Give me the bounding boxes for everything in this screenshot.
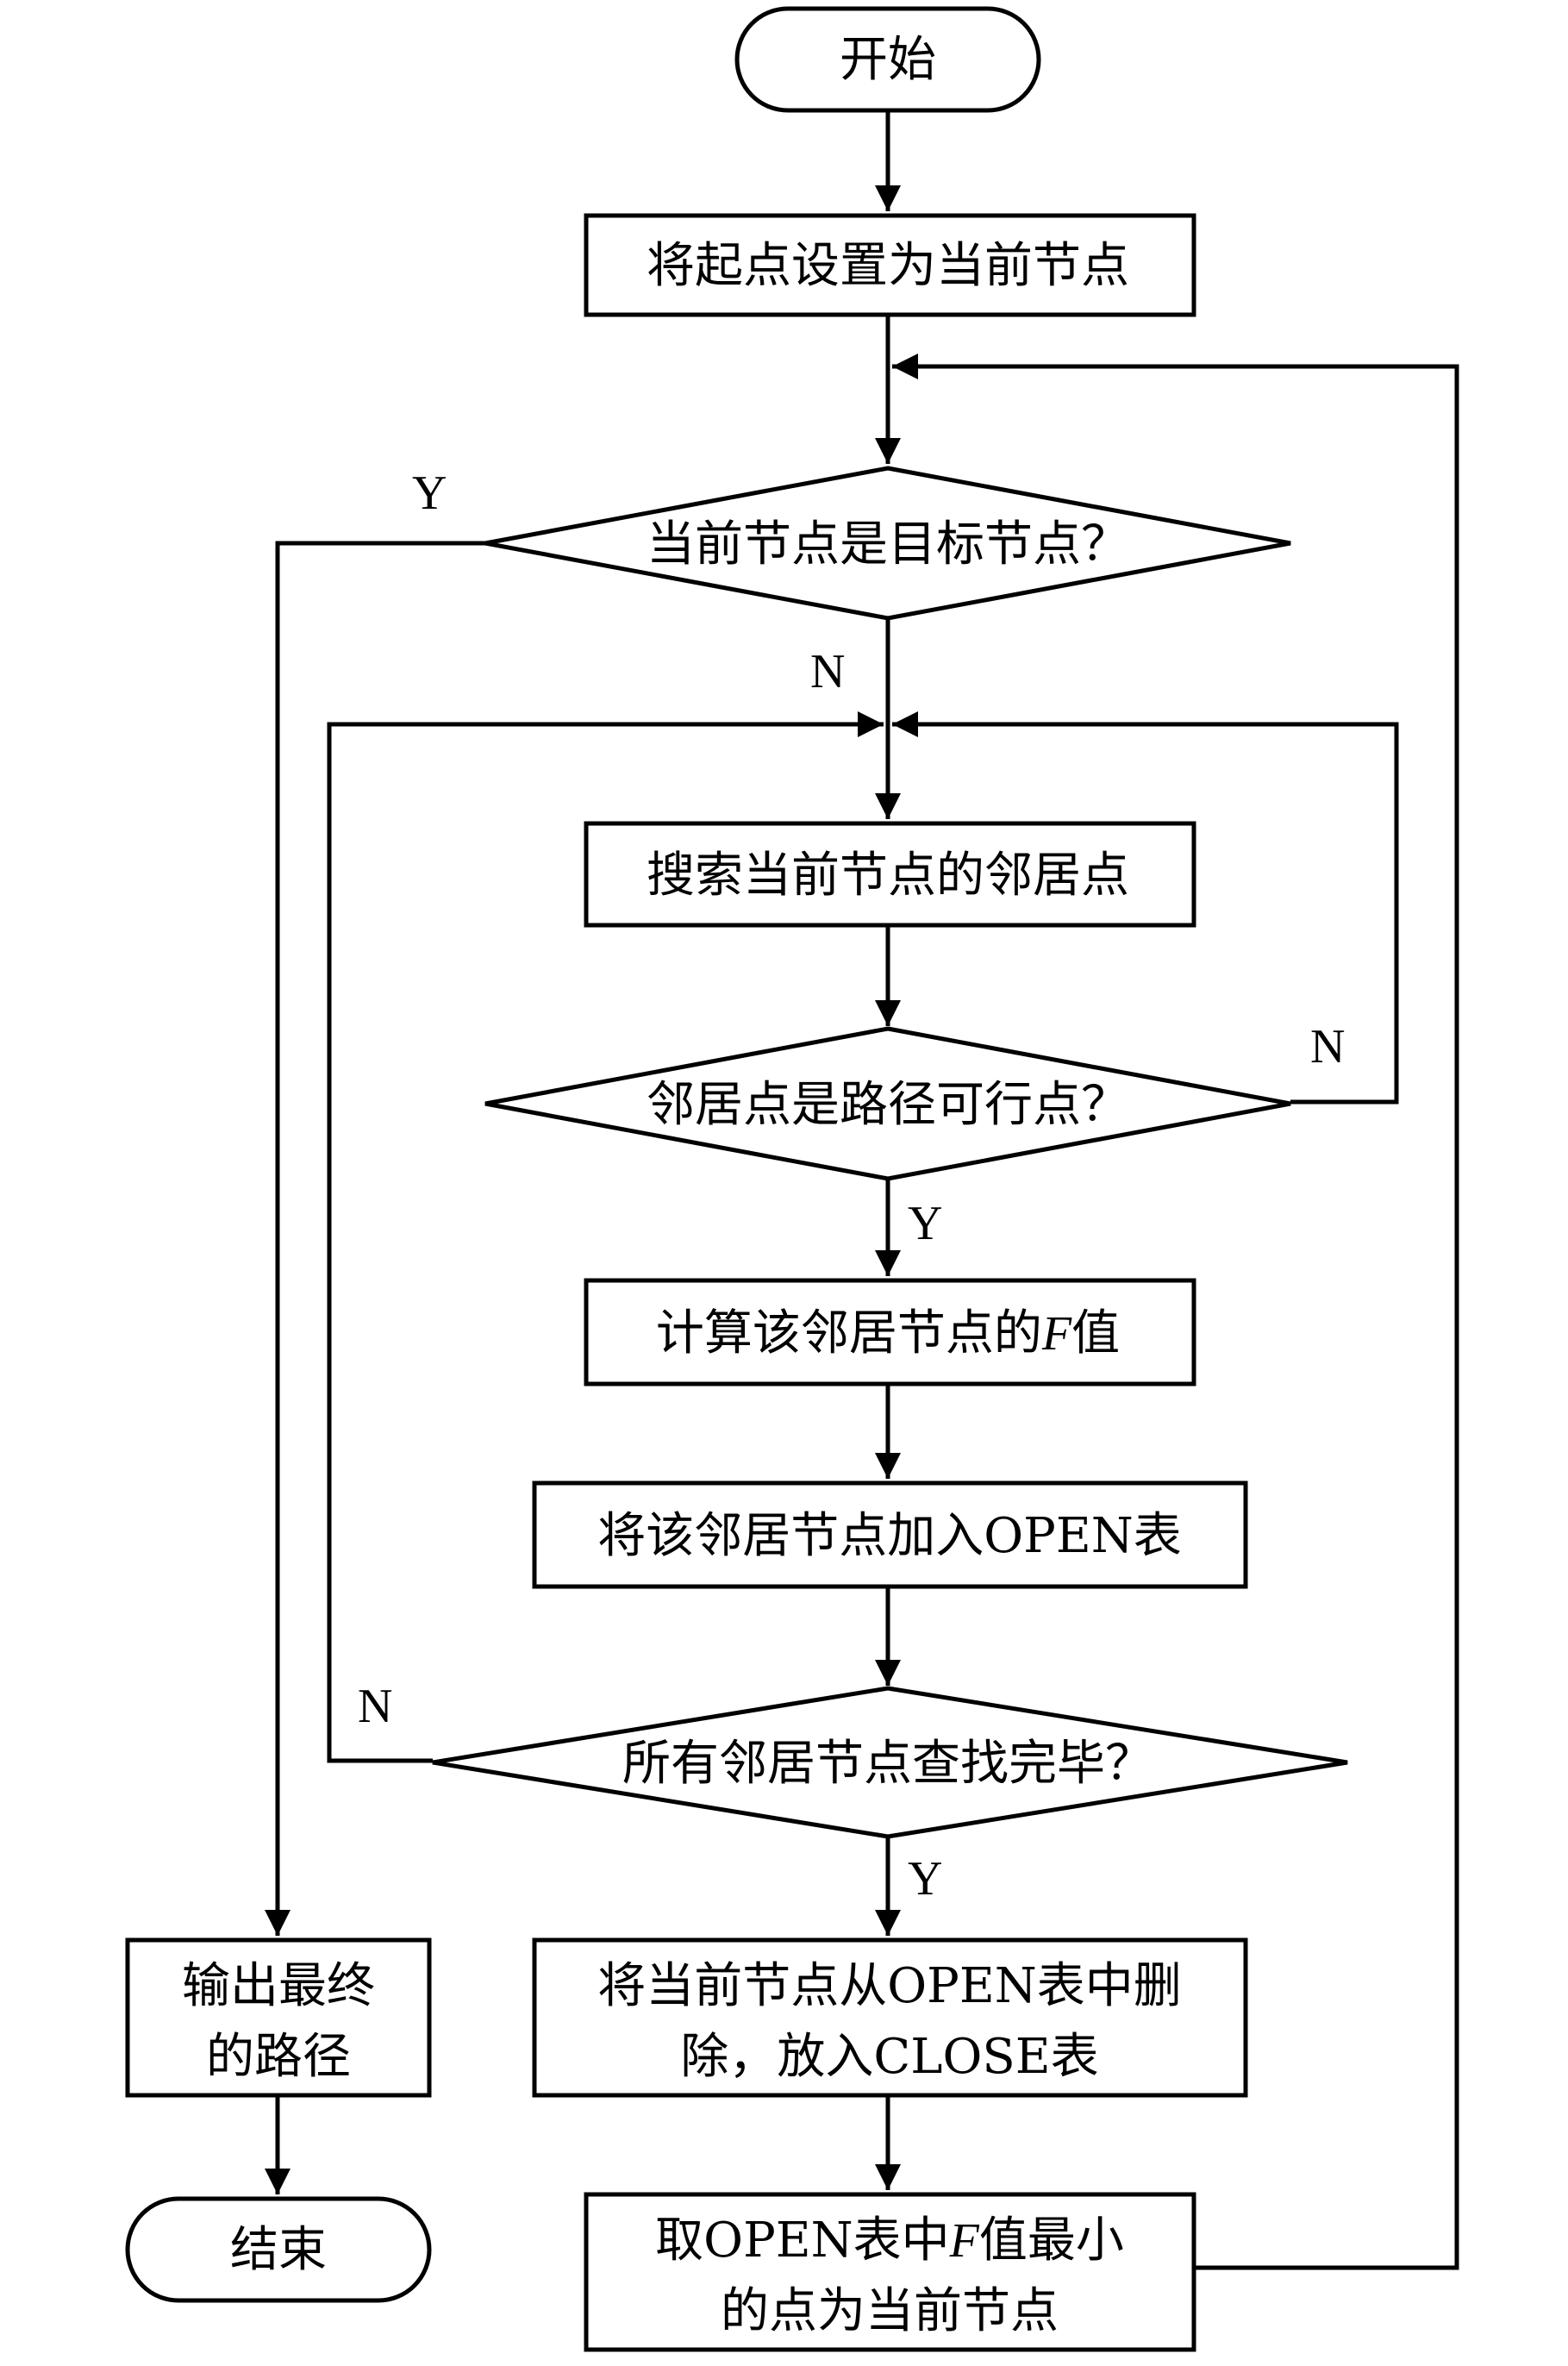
add-open-box [532, 1480, 1248, 1589]
pick-min-var: F [949, 2214, 980, 2268]
node-end: 结束 [125, 2196, 432, 2303]
move-close-box [532, 1937, 1248, 2098]
edge-labels: Y N N Y N Y [358, 466, 1345, 1906]
set-start-box [584, 213, 1196, 317]
node-set-start: 将起点设置为当前节点 [584, 213, 1196, 317]
is-goal-label: 当前节点是目标节点？ [647, 516, 1129, 573]
start-label: 开始 [840, 32, 936, 88]
node-start: 开始 [734, 6, 1041, 113]
node-is-walkable: 邻居点是路径可行点？ [484, 1026, 1291, 1181]
output-path-box [125, 1937, 432, 2098]
end-terminator [125, 2196, 432, 2303]
calc-f-post: 值 [1071, 1305, 1120, 1361]
start-terminator [734, 6, 1041, 113]
node-is-goal: 当前节点是目标节点？ [484, 466, 1291, 621]
move-close-line2: 除，放入CLOSE表 [680, 2029, 1098, 2085]
is-walkable-label: 邻居点是路径可行点？ [647, 1077, 1129, 1133]
pick-min-box [584, 2192, 1196, 2352]
all-checked-diamond [432, 1686, 1348, 1839]
connectors [265, 110, 1459, 2270]
search-neighbors-label: 搜索当前节点的邻居点 [647, 848, 1129, 904]
label-goal-yes: Y [412, 466, 447, 520]
label-walkable-yes: Y [908, 1197, 942, 1250]
node-search-neighbors: 搜索当前节点的邻居点 [584, 821, 1196, 928]
edge-pick-loop-back [892, 354, 1459, 2270]
output-path-line1: 输出最终 [182, 1958, 375, 2014]
pick-min-line2: 的点为当前节点 [721, 2283, 1059, 2339]
calc-f-pre: 计算该邻居节点的 [656, 1305, 1042, 1361]
is-walkable-diamond [484, 1026, 1291, 1181]
move-close-line1: 将当前节点从OPEN表中删 [597, 1958, 1181, 2014]
end-label: 结束 [230, 2222, 327, 2278]
calc-f-label: 计算该邻居节点的F值 [656, 1305, 1120, 1361]
node-add-open: 将该邻居节点加入OPEN表 [532, 1480, 1248, 1589]
edge-goal-yes [265, 541, 485, 1936]
edge-walkable-no [892, 711, 1399, 1105]
all-checked-label: 所有邻居节点查找完毕？ [622, 1736, 1153, 1792]
label-all-checked-no: N [358, 1680, 392, 1733]
calc-f-var: F [1041, 1307, 1072, 1361]
label-all-checked-yes: Y [908, 1852, 942, 1906]
set-start-label: 将起点设置为当前节点 [647, 238, 1129, 294]
node-pick-min: 取OPEN表中F值最小 的点为当前节点 [584, 2192, 1196, 2352]
label-walkable-no: N [1310, 1020, 1345, 1073]
label-goal-no: N [810, 645, 845, 698]
pick-min-line1: 取OPEN表中F值最小 [655, 2213, 1124, 2269]
add-open-label: 将该邻居节点加入OPEN表 [597, 1508, 1181, 1564]
node-output-path: 输出最终 的路径 [125, 1937, 432, 2098]
node-all-checked: 所有邻居节点查找完毕？ [432, 1686, 1348, 1839]
edge-all-check-no [327, 711, 884, 1763]
node-move-close: 将当前节点从OPEN表中删 除，放入CLOSE表 [532, 1937, 1248, 2098]
calc-f-box [584, 1278, 1196, 1386]
output-path-line2: 的路径 [206, 2029, 351, 2085]
pick-min-post: 值最小 [979, 2213, 1124, 2269]
pick-min-pre: 取OPEN表中 [655, 2213, 949, 2269]
node-calc-f: 计算该邻居节点的F值 [584, 1278, 1196, 1386]
is-goal-diamond [484, 466, 1291, 621]
search-neighbors-box [584, 821, 1196, 928]
